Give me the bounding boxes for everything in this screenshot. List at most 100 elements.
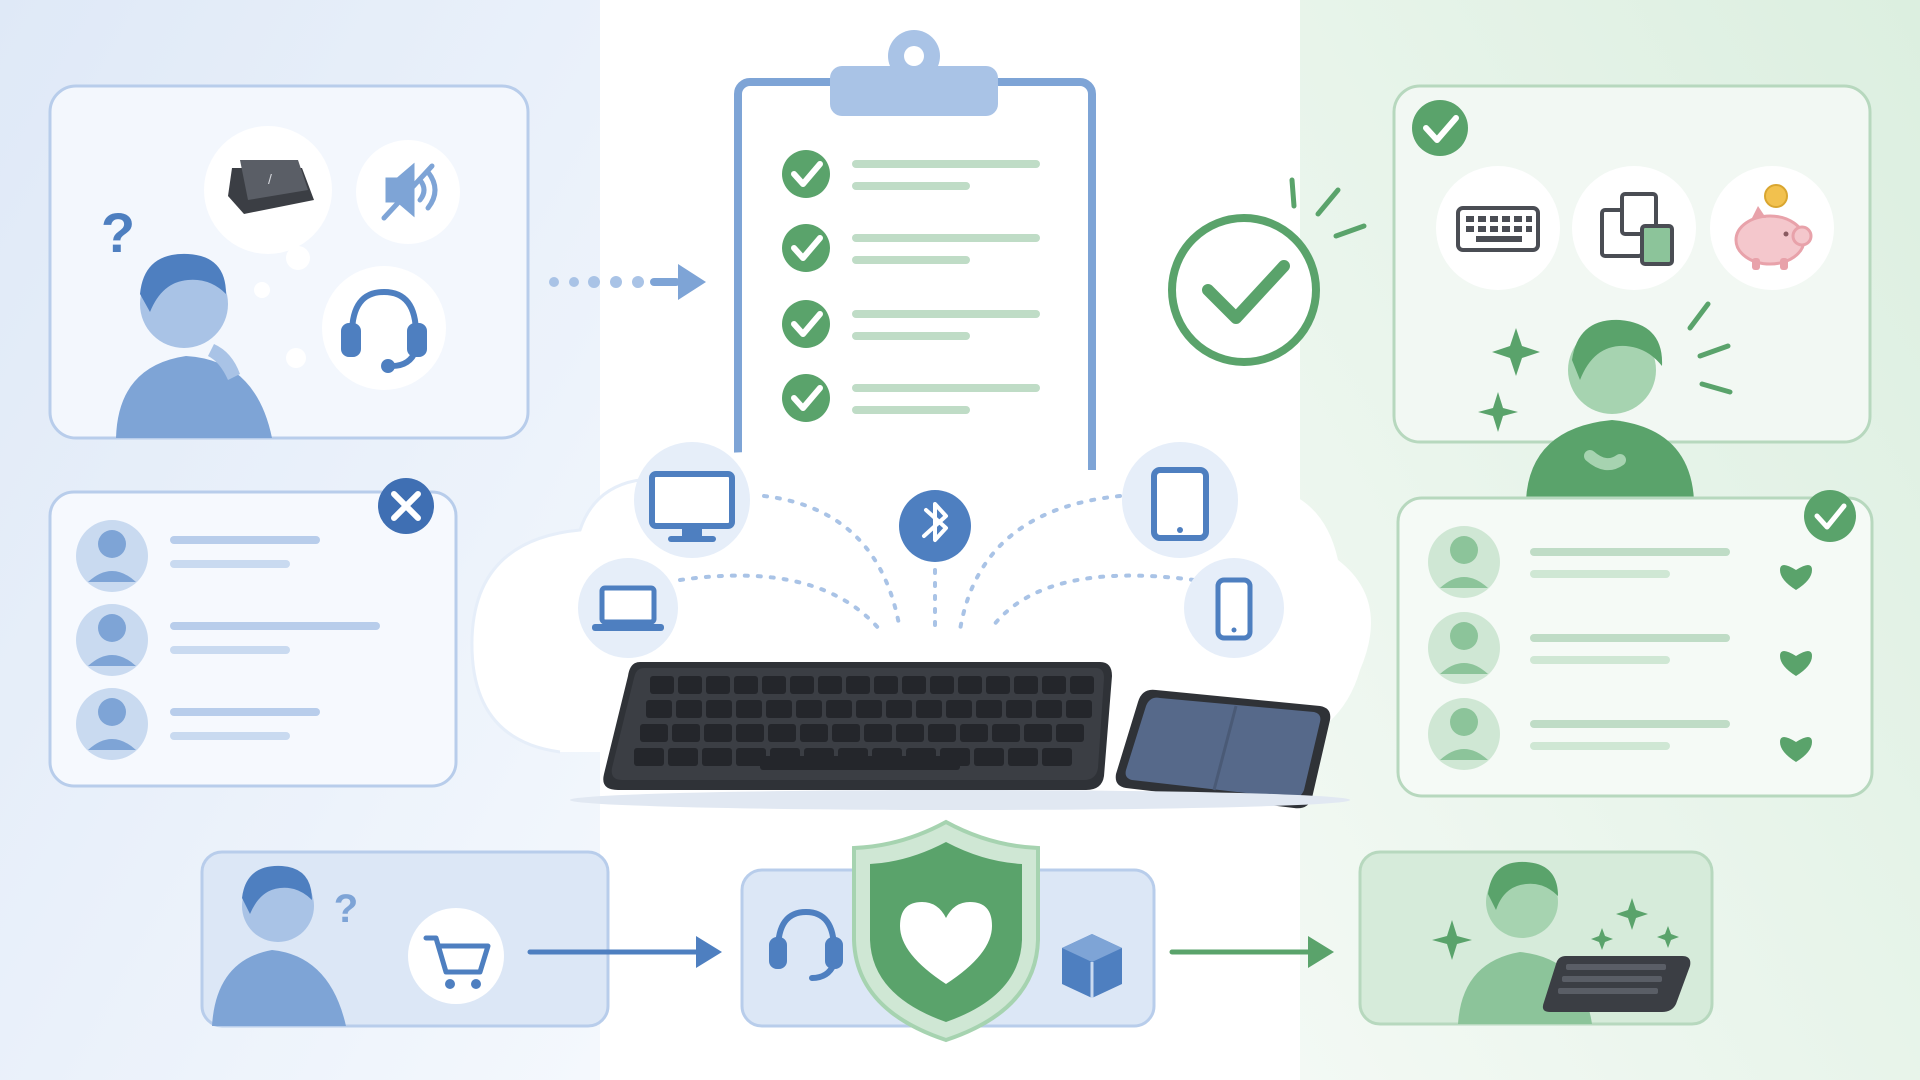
keyboard-key <box>736 724 764 742</box>
list-item <box>76 688 320 760</box>
piggy-bank-icon <box>1710 166 1834 290</box>
keyboard-key <box>736 748 766 766</box>
keyboard-key <box>960 724 988 742</box>
keyboard-icon <box>1436 166 1560 290</box>
thinking-person-illustration <box>212 865 346 1026</box>
bluetooth-icon[interactable] <box>899 490 971 562</box>
list-item <box>1428 612 1812 684</box>
keyboard-key <box>706 676 730 694</box>
check-badge-icon <box>1412 100 1468 156</box>
keyboard-key <box>856 700 882 718</box>
heart-icon <box>1780 565 1812 590</box>
keyboard-key <box>916 700 942 718</box>
close-icon[interactable] <box>378 478 434 534</box>
comparison-panel <box>48 478 458 788</box>
shopping-cart-icon <box>408 908 504 1004</box>
keyboard-key <box>930 676 954 694</box>
checklist-item <box>782 374 1040 422</box>
happy-person-illustration <box>1526 319 1694 500</box>
reviews-panel <box>1396 490 1874 798</box>
monitor-icon <box>634 442 750 558</box>
list-item <box>76 520 320 592</box>
keyboard-key <box>818 676 842 694</box>
multi-device-icon <box>1572 166 1696 290</box>
keyboard-key <box>734 676 758 694</box>
journey-step-shopping: ? <box>200 850 610 1028</box>
checkmark-icon <box>782 374 830 422</box>
keyboard-spacebar <box>760 756 960 770</box>
list-item <box>76 604 380 676</box>
keyboard-key <box>766 700 792 718</box>
laptop-icon <box>578 558 678 658</box>
heart-icon <box>1780 737 1812 762</box>
keyboard-key <box>634 748 664 766</box>
keyboard-key <box>768 724 796 742</box>
keyboard-key <box>1014 676 1038 694</box>
keyboard-key <box>902 676 926 694</box>
keyboard-key <box>992 724 1020 742</box>
keyboard-key <box>826 700 852 718</box>
package-icon <box>1062 934 1122 998</box>
keyboard-key <box>958 676 982 694</box>
muted-speaker-icon <box>381 162 438 221</box>
list-item <box>1428 698 1812 770</box>
keyboard-key <box>668 748 698 766</box>
keyboard-key <box>928 724 956 742</box>
keyboard-key <box>796 700 822 718</box>
flow-arrow-shopping-to-support <box>527 936 722 968</box>
checkmark-icon <box>782 224 830 272</box>
headset-icon <box>341 288 427 373</box>
keyboard-key <box>676 700 702 718</box>
sparkle-icon <box>1432 898 1679 960</box>
keyboard-keys <box>634 676 1094 770</box>
keyboard-key <box>874 676 898 694</box>
keyboard-key <box>832 724 860 742</box>
keyboard-key <box>762 676 786 694</box>
success-panel <box>1392 84 1872 500</box>
checklist-item <box>782 150 1040 198</box>
keyboard-key <box>650 676 674 694</box>
keyboard-key <box>846 676 870 694</box>
keyboard-key <box>986 676 1010 694</box>
keyboard-key <box>706 700 732 718</box>
keyboard-key <box>736 700 762 718</box>
keyboard-key <box>640 724 668 742</box>
keyboard-illustration <box>603 662 1112 790</box>
keyboard-key <box>1008 748 1038 766</box>
sparkle-icon <box>1478 328 1540 432</box>
journey-step-happy-customer <box>1358 850 1714 1026</box>
keyboard-key <box>864 724 892 742</box>
keyboard-key <box>702 748 732 766</box>
keyboard-key <box>1070 676 1094 694</box>
keyboard-icon <box>1542 956 1691 1012</box>
keyboard-key <box>1024 724 1052 742</box>
keyboard-key <box>646 700 672 718</box>
keyboard-key <box>1042 748 1072 766</box>
flow-arrow-support-to-happy <box>1169 936 1334 968</box>
keyboard-key <box>886 700 912 718</box>
keyboard-key <box>1056 724 1084 742</box>
flow-arrow-problem-to-checklist <box>549 264 706 300</box>
keyboard-key <box>672 724 700 742</box>
shield-heart-icon <box>852 819 1040 1043</box>
checkmark-icon <box>782 150 830 198</box>
keyboard-key <box>1036 700 1062 718</box>
keyboard-key <box>704 724 732 742</box>
problem-panel: / ? <box>48 84 530 440</box>
checkmark-icon <box>782 300 830 348</box>
keyboard-shadow <box>570 790 1350 810</box>
keyboard-key <box>976 700 1002 718</box>
thought-bubble-headset <box>322 266 446 390</box>
checklist-item <box>782 224 1040 272</box>
thinking-person-illustration <box>116 253 272 438</box>
smartphone-icon <box>1184 558 1284 658</box>
keyboard-key <box>678 676 702 694</box>
success-check-icon <box>1168 177 1367 366</box>
keyboard-key <box>896 724 924 742</box>
keyboard-key <box>790 676 814 694</box>
headset-icon <box>769 908 843 981</box>
keyboard-key-icon: / <box>228 160 314 214</box>
keyboard-key <box>1042 676 1066 694</box>
